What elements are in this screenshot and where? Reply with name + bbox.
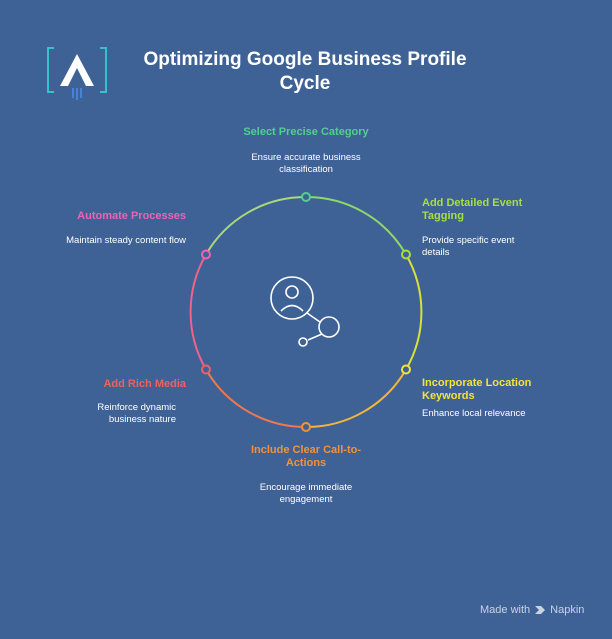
step-2-desc: Provide specific event details [422,235,515,258]
arc-5 [189,254,207,370]
step-4-desc: Encourage immediate engagement [259,482,353,505]
node-6 [201,249,211,260]
arc-6 [205,195,307,256]
rocket-a-logo-icon [47,47,107,100]
node-4 [301,422,311,432]
step-3-desc: Enhance local relevance [422,408,526,419]
arc-1 [305,195,407,256]
footer-brand: Napkin [550,604,585,616]
step-2-title: Add Detailed Event Tagging [422,197,523,222]
node-2 [401,249,411,260]
step-4-title: Include Clear Call-to-Actions [250,444,362,469]
step-1-title: Select Precise Category [243,126,369,138]
node-1 [301,192,311,202]
step-5-desc: Reinforce dynamic business nature [97,402,176,425]
node-3 [401,364,411,375]
napkin-logo-icon [535,606,546,614]
made-with-napkin: Made with Napkin [480,604,584,616]
step-6-title: Automate Processes [77,210,186,222]
arc-2 [405,254,423,370]
step-6-desc: Maintain steady content flow [66,235,186,246]
step-5-title: Add Rich Media [103,378,186,390]
arc-3 [305,368,407,429]
footer-text: Made with [480,604,531,616]
step-1-desc: Ensure accurate business classification [251,152,361,175]
node-5 [201,364,211,375]
arc-4 [205,368,307,429]
step-3-title: Incorporate Location Keywords [422,377,532,402]
user-network-icon [270,276,340,347]
page-title: Optimizing Google Business Profile Cycle [143,49,467,94]
